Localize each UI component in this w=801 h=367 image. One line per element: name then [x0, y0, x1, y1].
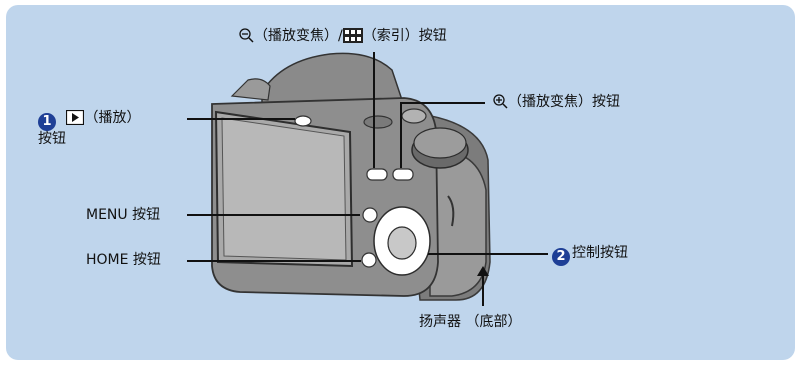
zoom-in-icon [493, 94, 508, 109]
menu-label: MENU 按钮 [86, 207, 161, 223]
speaker-label: 扬声器 （底部） [419, 314, 522, 330]
leader-speaker [482, 272, 484, 306]
leader-playback [187, 118, 295, 120]
zoom-out-icon [239, 28, 254, 43]
play-icon [66, 110, 85, 125]
leader-menu [187, 214, 360, 216]
home-label: HOME 按钮 [86, 252, 161, 268]
zoom-in-label: （播放变焦）按钮 [493, 94, 620, 110]
playback-button-label: 按钮 [38, 131, 66, 147]
leader-zoom-out [373, 52, 375, 168]
playback-label: 1 （播放） [38, 110, 140, 131]
zoom-out-label: （播放变焦）/ （索引）按钮 [239, 28, 447, 44]
leader-zoom-in-drop [400, 102, 402, 168]
index-grid-icon [342, 28, 363, 43]
step-badge-2: 2 [552, 248, 570, 266]
leader-control [428, 253, 548, 255]
leader-zoom-in [400, 102, 485, 104]
arrow-up-icon [477, 266, 489, 276]
leader-home [187, 260, 361, 262]
step-badge-1: 1 [38, 113, 56, 131]
